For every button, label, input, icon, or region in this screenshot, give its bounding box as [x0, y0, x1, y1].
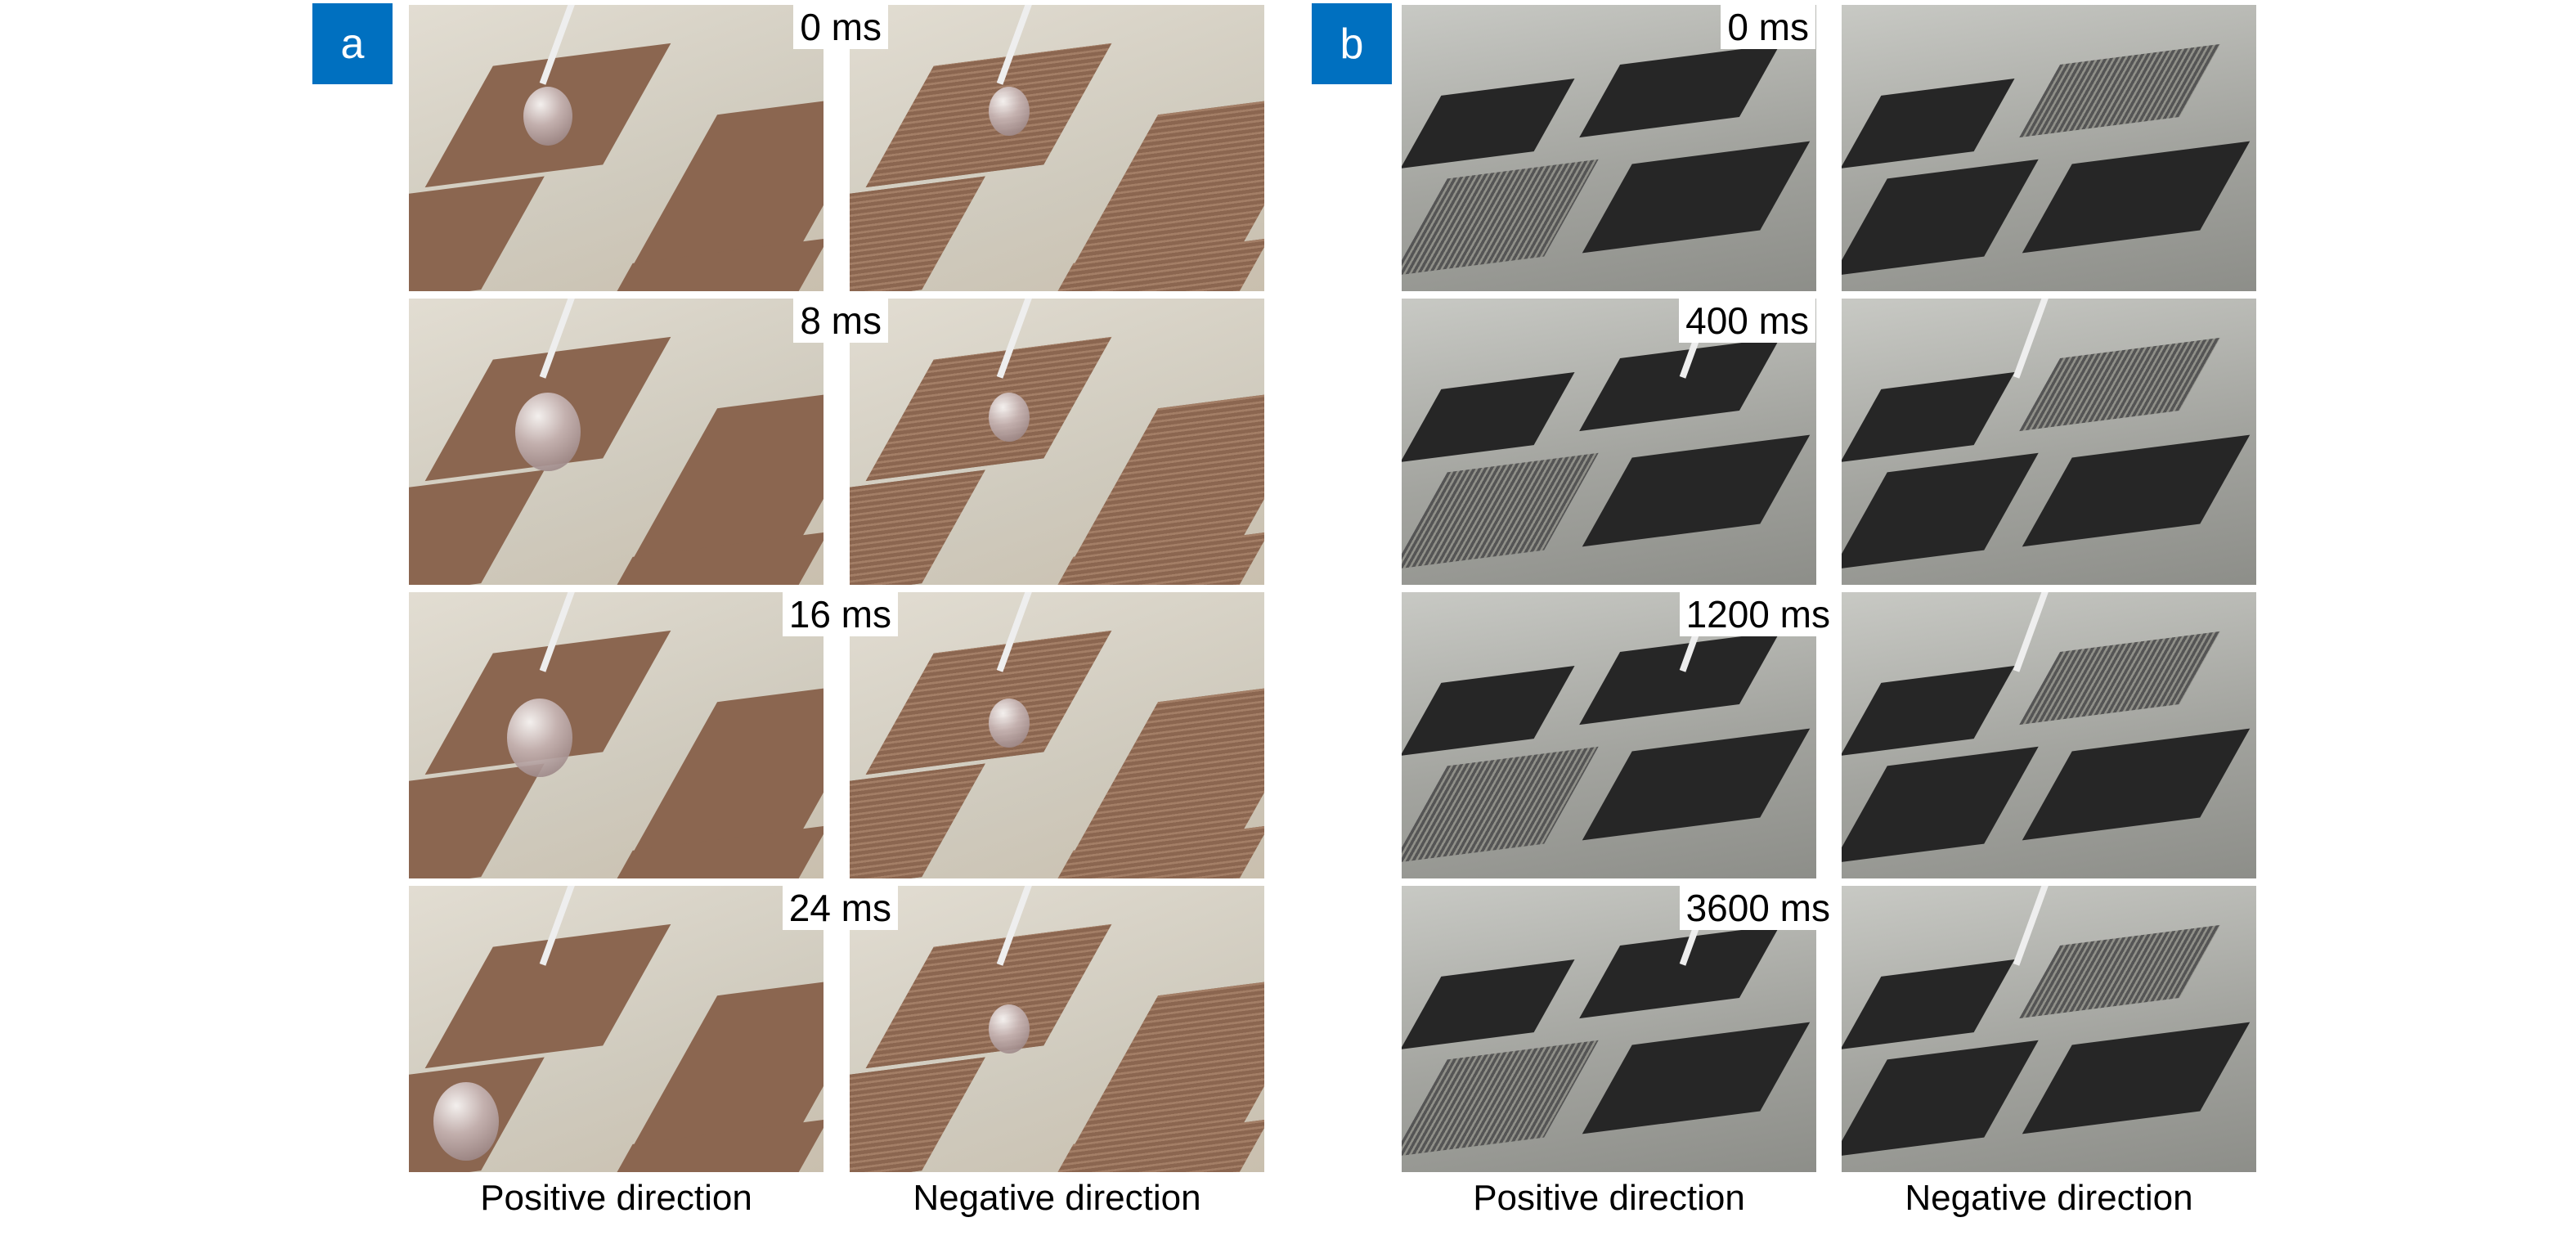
electrode-pad: [2022, 728, 2251, 841]
water-droplet: [433, 1082, 499, 1161]
photo-a-row4-positive: [409, 886, 824, 1172]
electrode-pad: [2019, 631, 2220, 726]
electrode-pad: [1582, 1022, 1811, 1134]
caption-a-positive: Positive direction: [480, 1178, 752, 1218]
photo-b-row3-positive: [1402, 592, 1816, 878]
photo-b-row1-negative: [1842, 5, 2256, 291]
electrode-pad: [1402, 959, 1575, 1049]
electrode-pad: [1582, 141, 1811, 254]
electrode-pad: [1842, 78, 2015, 169]
caption-b-positive: Positive direction: [1473, 1178, 1745, 1218]
electrode-pad: [2022, 434, 2251, 547]
photo-a-row1-negative: [850, 5, 1264, 291]
timestamp-label: 3600 ms: [1679, 886, 1837, 930]
electrode-pad: [1579, 924, 1780, 1019]
electrode-pad: [1402, 746, 1599, 864]
electrode-pad: [2019, 337, 2220, 432]
electrode-pad: [1402, 159, 1599, 276]
panel-a-label: a: [312, 3, 393, 84]
electrode-pad: [2019, 924, 2220, 1019]
timestamp-label: 0 ms: [1721, 5, 1815, 49]
water-droplet: [515, 393, 581, 471]
timestamp-label: 16 ms: [782, 592, 898, 636]
electrode-pad: [1842, 371, 2015, 463]
photo-a-row2-positive: [409, 299, 824, 585]
timestamp-label: 400 ms: [1679, 299, 1815, 343]
panel-b-label: b: [1312, 3, 1392, 84]
electrode-pad: [2019, 43, 2220, 138]
electrode-pad: [1579, 337, 1780, 432]
electrode-pad: [865, 336, 1112, 482]
needle: [2013, 886, 2053, 966]
electrode-pad: [850, 1057, 985, 1172]
photo-b-row2-positive: [1402, 299, 1816, 585]
photo-a-row1-positive: [409, 5, 824, 291]
electrode-pad: [1842, 959, 2015, 1049]
electrode-pad: [409, 763, 545, 878]
needle: [2013, 592, 2053, 672]
electrode-pad: [409, 469, 545, 585]
electrode-pad: [850, 176, 985, 291]
electrode-pad: [850, 763, 985, 878]
photo-b-row3-negative: [1842, 592, 2256, 878]
photo-a-row2-negative: [850, 299, 1264, 585]
photo-a-row4-negative: [850, 886, 1264, 1172]
water-droplet: [989, 1004, 1030, 1054]
water-droplet: [989, 87, 1030, 136]
electrode-pad: [1842, 665, 2015, 757]
timestamp-label: 8 ms: [793, 299, 888, 343]
electrode-pad: [1582, 434, 1811, 547]
electrode-pad: [850, 469, 985, 585]
electrode-pad: [1582, 728, 1811, 841]
photo-b-row4-negative: [1842, 886, 2256, 1172]
needle: [2013, 299, 2053, 379]
electrode-pad: [1842, 452, 2039, 570]
photo-b-row4-positive: [1402, 886, 1816, 1172]
electrode-pad: [1402, 1040, 1599, 1157]
timestamp-label: 0 ms: [793, 5, 888, 49]
water-droplet: [989, 699, 1030, 748]
electrode-pad: [1579, 43, 1780, 138]
timestamp-label: 1200 ms: [1679, 592, 1837, 636]
water-droplet: [989, 393, 1030, 442]
photo-b-row1-positive: [1402, 5, 1816, 291]
electrode-pad: [1842, 159, 2039, 276]
electrode-pad: [1842, 1040, 2039, 1157]
water-droplet: [507, 699, 572, 777]
timestamp-label: 24 ms: [782, 886, 898, 930]
electrode-pad: [2022, 141, 2251, 254]
electrode-pad: [1402, 665, 1575, 757]
photo-a-row3-positive: [409, 592, 824, 878]
electrode-pad: [865, 923, 1112, 1069]
water-droplet: [523, 87, 572, 146]
caption-a-negative: Negative direction: [913, 1178, 1201, 1218]
electrode-pad: [2022, 1022, 2251, 1134]
electrode-pad: [865, 630, 1112, 775]
electrode-pad: [409, 176, 545, 291]
electrode-pad: [1842, 746, 2039, 864]
caption-b-negative: Negative direction: [1905, 1178, 2193, 1218]
electrode-pad: [1402, 452, 1599, 570]
photo-b-row2-negative: [1842, 299, 2256, 585]
electrode-pad: [1402, 78, 1575, 169]
electrode-pad: [1402, 371, 1575, 463]
electrode-pad: [1579, 631, 1780, 726]
photo-a-row3-negative: [850, 592, 1264, 878]
